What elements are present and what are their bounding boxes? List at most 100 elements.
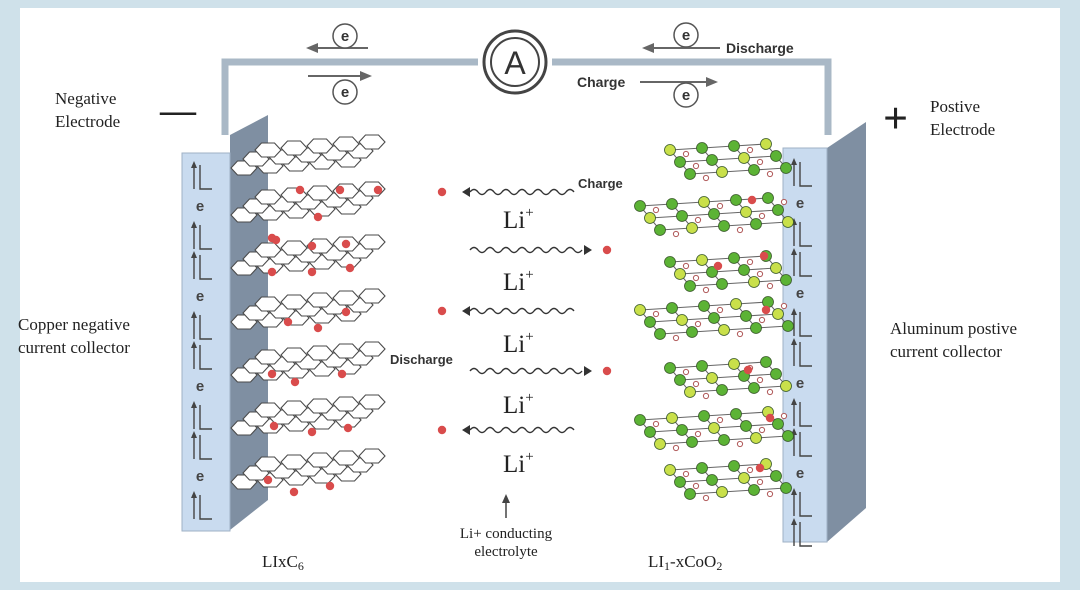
cathode-atom: [698, 410, 710, 422]
flow-arrowhead: [584, 366, 592, 376]
flow-arrowhead: [584, 245, 592, 255]
positive-electrode-label-2: Electrode: [930, 120, 995, 139]
vacancy-site: [758, 316, 766, 324]
cathode-atom: [634, 304, 646, 316]
vacancy-site: [756, 478, 764, 486]
graphite-hexagon: [306, 185, 334, 201]
cathode-atom: [770, 150, 782, 162]
cathode-atom: [684, 488, 696, 500]
lithium-ion-dot: [759, 251, 769, 261]
vacancy-site: [780, 412, 788, 420]
lithium-ion-dot: [713, 261, 723, 271]
cathode-atom: [698, 196, 710, 208]
ion-labels: Li+ Li+ Li+ Li+ Li+: [503, 205, 534, 478]
lithium-ion-dot: [307, 427, 317, 437]
collector-arrowhead: [791, 488, 797, 495]
vacancy-site: [694, 320, 702, 328]
collector-arrow-mark: [793, 342, 812, 367]
cathode-atom: [674, 156, 686, 168]
cathode-atom: [740, 206, 752, 218]
charge-flow-wave: [469, 188, 575, 196]
graphite-hexagon: [358, 234, 386, 250]
collector-arrow-mark: [793, 402, 812, 427]
cathode-atom: [674, 476, 686, 488]
lithium-ion-dot: [602, 366, 612, 376]
electron-symbol: e: [682, 87, 690, 104]
vacancy-site: [746, 258, 754, 266]
cathode-atom: [674, 268, 686, 280]
lithium-ion-dot: [307, 267, 317, 277]
vacancy-site: [716, 306, 724, 314]
cathode-atom: [684, 280, 696, 292]
electrolyte-pointer: [502, 494, 510, 518]
cathode-atom: [696, 254, 708, 266]
lithium-ion-dot: [290, 377, 300, 387]
electron-right-top: e: [642, 22, 720, 53]
cathode-atom: [696, 142, 708, 154]
cathode-atom: [760, 138, 772, 150]
graphite-hexagon: [306, 345, 334, 361]
lithium-ion-dot: [325, 481, 335, 491]
lithium-ion-dot: [263, 475, 273, 485]
lithium-ion-dot: [313, 212, 323, 222]
cathode-atom: [654, 438, 666, 450]
graphite-hexagon: [280, 454, 308, 470]
cathode-atom: [644, 426, 656, 438]
vacancy-site: [780, 198, 788, 206]
lithium-ion-dot: [267, 369, 277, 379]
vacancy-site: [694, 430, 702, 438]
electron-left-bottom: e: [308, 71, 372, 105]
negative-electrode-label-2: Electrode: [55, 112, 120, 131]
cathode-atom: [750, 322, 762, 334]
collector-arrow-mark: [793, 432, 812, 457]
collector-arrow-mark: [793, 222, 812, 247]
external-wire: [221, 58, 832, 135]
lithium-ion-dot: [437, 187, 447, 197]
graphite-hexagon: [280, 140, 308, 156]
vacancy-site: [758, 212, 766, 220]
cathode-atom: [770, 368, 782, 380]
cathode-atom: [686, 326, 698, 338]
electron-symbol: e: [341, 84, 349, 101]
li-ion-label: Li+: [503, 329, 534, 358]
collector-arrowhead: [791, 158, 797, 165]
vacancy-site: [692, 482, 700, 490]
lithium-ion-dot: [289, 487, 299, 497]
lithium-ion-dot: [307, 241, 317, 251]
cathode-atom: [706, 372, 718, 384]
vacancy-site: [716, 416, 724, 424]
lithium-ion-dot: [313, 323, 323, 333]
collector-electron-mark: e: [796, 285, 804, 302]
collector-electron-mark: e: [796, 375, 804, 392]
electrolyte-label-1: Li+ conducting: [460, 526, 553, 542]
vacancy-site: [780, 302, 788, 310]
graphite-hexagon: [358, 341, 386, 357]
vacancy-site: [758, 426, 766, 434]
cathode-atom: [708, 312, 720, 324]
positive-electrode-label-1: Postive: [930, 97, 980, 116]
li-ion-label: Li+: [503, 205, 534, 234]
cathode-atom: [750, 432, 762, 444]
graphite-hexagon: [358, 288, 386, 304]
electron-left-top: e: [306, 23, 368, 53]
lithium-ion-dot: [269, 421, 279, 431]
cathode-atom: [644, 212, 656, 224]
cathode-atom: [728, 140, 740, 152]
lithium-ion-dot: [337, 369, 347, 379]
cathode-atom: [716, 278, 728, 290]
vacancy-site: [736, 440, 744, 448]
lithium-ion-dot: [341, 239, 351, 249]
cathode-atom: [780, 482, 792, 494]
graphite-hexagon: [332, 136, 360, 152]
electron-symbol: e: [682, 27, 690, 44]
cathode-atom: [738, 472, 750, 484]
vacancy-site: [716, 202, 724, 210]
flow-charge-label: Charge: [578, 176, 623, 191]
graphite-hexagon: [332, 290, 360, 306]
cathode-atom: [666, 412, 678, 424]
graphite-hexagon: [358, 394, 386, 410]
collector-arrowhead: [791, 308, 797, 315]
cathode-atom: [634, 414, 646, 426]
cathode-atom: [654, 328, 666, 340]
